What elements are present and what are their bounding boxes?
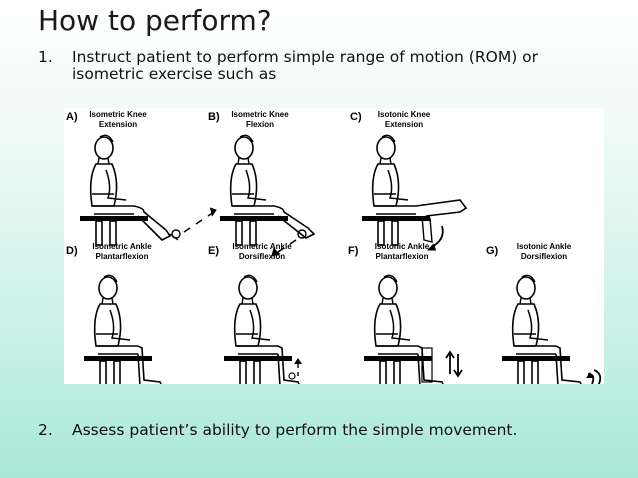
panel-b-figure: [219, 134, 316, 257]
panel-b-title-1: Isometric Knee: [231, 110, 289, 119]
panel-c-title-1: Isotonic Knee: [378, 110, 431, 119]
panel-a-letter: A): [66, 111, 78, 123]
panel-c-figure: [361, 134, 468, 251]
step-1-line-1: Instruct patient to perform simple range…: [72, 48, 539, 66]
panel-e-title-1: Isometric Ankle: [232, 242, 292, 251]
panel-f-letter: F): [348, 245, 359, 257]
panel-f-figure: [363, 274, 463, 384]
panel-b-title-2: Flexion: [246, 120, 274, 129]
panel-g-title-1: Isotonic Ankle: [517, 242, 572, 251]
step-1-line-2: isometric exercise such as: [72, 65, 277, 83]
step-1-number: 1.: [38, 48, 53, 66]
slide-title: How to perform?: [38, 4, 272, 37]
step-1-text: Instruct patient to perform simple range…: [72, 49, 632, 83]
panel-a-figure: [79, 134, 217, 246]
panel-d-figure: [83, 274, 162, 384]
panel-a-title-2: Extension: [99, 120, 137, 129]
exercise-illustration: A) Isometric Knee Extension B) Isometric…: [64, 108, 604, 384]
panel-g-title-2: Dorsiflexion: [521, 252, 567, 261]
panel-f-title-2: Plantarflexion: [376, 252, 429, 261]
panel-c-title-2: Extension: [385, 120, 423, 129]
panel-g-figure: [501, 274, 602, 384]
panel-d-letter: D): [66, 245, 78, 257]
panel-f-title-1: Isotonic Ankle: [375, 242, 430, 251]
panel-d-title-1: Isometric Ankle: [92, 242, 152, 251]
step-2-number: 2.: [38, 421, 53, 439]
panel-e-figure: [223, 274, 302, 384]
panel-e-letter: E): [208, 245, 219, 257]
panel-a-title-1: Isometric Knee: [89, 110, 147, 119]
panel-e-title-2: Dorsiflexion: [239, 252, 285, 261]
panel-b-letter: B): [208, 111, 220, 123]
exercise-figure-svg: A) Isometric Knee Extension B) Isometric…: [66, 110, 602, 384]
panel-d-title-2: Plantarflexion: [96, 252, 149, 261]
panel-g-letter: G): [486, 245, 499, 257]
panel-c-letter: C): [350, 111, 362, 123]
step-2-text: Assess patient’s ability to perform the …: [72, 421, 518, 439]
